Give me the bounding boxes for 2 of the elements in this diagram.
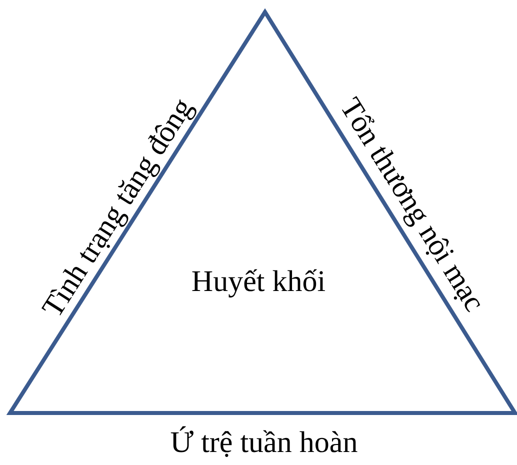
center-label: Huyết khối [191, 265, 326, 299]
base-label: Ứ trệ tuần hoàn [170, 426, 358, 460]
